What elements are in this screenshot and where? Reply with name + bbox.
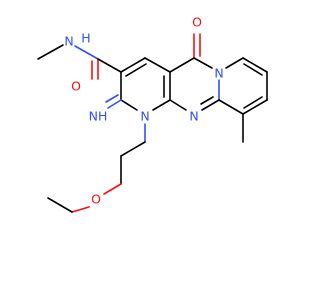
bond-ether-ch2 — [71, 206, 90, 213]
bond-c10a-n1 — [152, 99, 171, 111]
bond-c11a-n11 — [201, 99, 220, 111]
structure-svg: N H O O NH N N N O — [37, 15, 268, 213]
bond-c2-imine-2 — [105, 94, 119, 103]
bond-c3-c4 — [120, 57, 146, 73]
bond-c4a-c5 — [169, 57, 195, 73]
bond-c4-c4a — [144, 57, 171, 73]
bond-c3-c4-inner — [125, 63, 147, 77]
bond-n1-c2 — [120, 99, 138, 111]
bond-carbonyl-c3 — [97, 58, 122, 73]
ring-carbonyl-o-label: O — [192, 15, 202, 30]
bond-chain-1 — [120, 141, 146, 157]
ring-n1-label: N — [140, 109, 149, 124]
amide-h-label: H — [81, 31, 90, 46]
bond-nh-carbonyl — [74, 45, 99, 60]
bond-c10-c11a — [218, 99, 244, 115]
bond-c5-n6 — [193, 57, 213, 69]
amide-o-label: O — [71, 79, 81, 94]
amide-n-label: N — [64, 34, 73, 49]
ring-n6-label: N — [214, 66, 223, 81]
imine-nh-label: NH — [89, 109, 108, 124]
atom-labels: N H O O NH N N N O — [64, 15, 223, 207]
bond-c9-c10-inner — [243, 96, 263, 109]
bond-chain-3 — [103, 183, 122, 195]
bond-c7-c8-inner — [243, 63, 263, 76]
bond-n6-c7 — [225, 57, 244, 69]
bond-c9-c10 — [242, 99, 268, 115]
bond-c2-imine-1 — [107, 99, 122, 109]
ring-n11-label: N — [189, 109, 198, 124]
bond-c7-c8 — [242, 57, 268, 73]
bond-c11a-n11-inner — [200, 96, 214, 105]
ether-o-label: O — [91, 192, 101, 207]
bond-methyl-nh — [37, 44, 64, 60]
bond-n11-c10a — [169, 99, 187, 111]
bond-ethyl — [47, 197, 73, 213]
bonds — [37, 33, 268, 213]
molecule-diagram: N H O O NH N N N O — [37, 15, 268, 213]
